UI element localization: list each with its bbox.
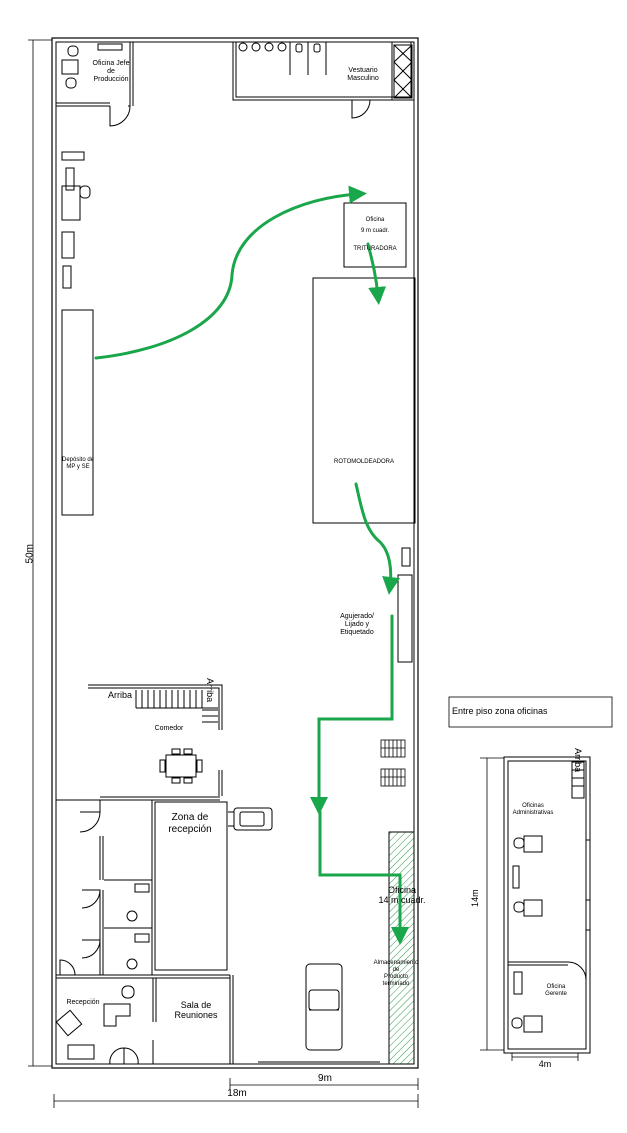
label-oficina-jefe: Oficina Jefe de Producción (92, 60, 130, 84)
label-arriba-stairs: Arriba (107, 690, 132, 700)
dim-50m-label: 50m (24, 544, 36, 564)
label-recepcion: Recepción (66, 999, 100, 1006)
left-equipment (61, 151, 94, 516)
outer-walls (51, 37, 419, 1069)
flow-arrows (94, 185, 409, 945)
mezzanine-dim-4m: 4m (538, 1059, 552, 1069)
reception-walls (55, 796, 380, 1065)
mezzanine-dims (480, 757, 579, 1061)
label-oficina-gerente: Oficina Gerente (545, 984, 567, 997)
pallets (380, 739, 406, 787)
dimension-18m (53, 1094, 419, 1108)
mezzanine-dim-14m: 14m (469, 889, 480, 907)
forklift (228, 807, 273, 831)
dim-9m-label: 9m (318, 1073, 332, 1084)
label-oficina-trituradora: Oficina 9 m cuadr. (360, 217, 389, 235)
agujerado-equipment (397, 547, 413, 663)
hatched-storage-wall (388, 831, 415, 1065)
trituradora-box (343, 202, 407, 268)
mezzanine-title: Entre piso zona oficinas (452, 706, 548, 716)
dimension-50m (28, 39, 52, 1067)
label-zona-recepcion: Zona de recepción (168, 812, 212, 835)
vestuario-walls (232, 41, 415, 119)
label-sala-reuniones: Sala de Reuniones (174, 1000, 218, 1021)
oficina-jefe-walls (56, 42, 134, 127)
label-vestuario: Vestuario Masculino (347, 67, 379, 83)
label-oficinas-admin: Oficinas Administrativas (512, 803, 554, 816)
comedor-walls (88, 684, 223, 796)
label-deposito: Depósito de MP y SE (61, 457, 95, 470)
mezzanine-arriba: Arriba (573, 748, 584, 773)
dimension-9m (229, 1078, 419, 1090)
label-arriba-stairs-vertical: Arriba (205, 678, 216, 703)
rotomoldeadora-box (312, 277, 416, 524)
mezzanine-walls (503, 756, 591, 1054)
label-almacenamiento: Almacenamiento de Producto terminado (373, 960, 419, 987)
label-oficina-14: Oficina 14 m cuadr. (378, 885, 426, 906)
label-rotomoldeadora: ROTOMOLDEADORA (334, 459, 394, 465)
label-agujerado: Agujerado/ Lijado y Etiquetado (340, 613, 374, 637)
label-trituradora: TRITURADORA (353, 246, 397, 252)
truck (305, 963, 343, 1051)
mezzanine-title-box (448, 696, 613, 728)
label-comedor: Comedor (154, 725, 184, 732)
dim-18m-label: 18m (227, 1088, 247, 1099)
